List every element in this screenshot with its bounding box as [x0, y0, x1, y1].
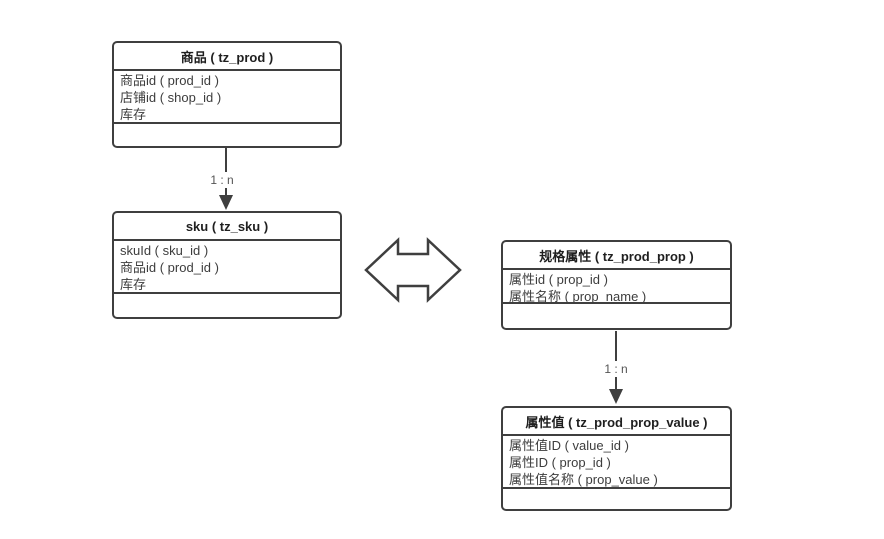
entity-title: sku ( tz_sku ) [114, 213, 340, 241]
field-row: 属性ID ( prop_id ) [509, 455, 611, 470]
entity-title: 规格属性 ( tz_prod_prop ) [503, 242, 730, 270]
entity-fields: 商品id ( prod_id ) 店铺id ( shop_id ) 库存 [114, 71, 340, 124]
entity-title: 商品 ( tz_prod ) [114, 43, 340, 71]
entity-footer [503, 489, 730, 509]
field-row: 库存 [120, 107, 147, 122]
field-row: 商品id ( prod_id ) [120, 260, 219, 275]
entity-footer [114, 294, 340, 317]
relation-cardinality-label: 1 : n [200, 172, 244, 188]
entity-table-prod-prop: 规格属性 ( tz_prod_prop ) 属性id ( prop_id ) 属… [501, 240, 732, 330]
entity-fields: 属性值ID ( value_id ) 属性ID ( prop_id ) 属性值名… [503, 436, 730, 489]
field-row: 属性值名称 ( prop_value ) [509, 472, 658, 487]
entity-footer [114, 124, 340, 146]
arrowhead-down-icon [609, 389, 623, 404]
field-row: 店铺id ( shop_id ) [120, 90, 222, 105]
entity-title: 属性值 ( tz_prod_prop_value ) [503, 408, 730, 436]
field-row: 属性值ID ( value_id ) [509, 438, 629, 453]
field-row: 属性名称 ( prop_name ) [509, 289, 647, 304]
field-row: 库存 [120, 277, 147, 292]
entity-fields: skuId ( sku_id ) 商品id ( prod_id ) 库存 [114, 241, 340, 294]
double-arrow-icon [364, 237, 462, 303]
field-row: 属性id ( prop_id ) [509, 272, 608, 287]
entity-fields: 属性id ( prop_id ) 属性名称 ( prop_name ) [503, 270, 730, 304]
relation-cardinality-label: 1 : n [594, 361, 638, 377]
entity-table-sku: sku ( tz_sku ) skuId ( sku_id ) 商品id ( p… [112, 211, 342, 319]
field-row: skuId ( sku_id ) [120, 243, 209, 258]
entity-table-prop-value: 属性值 ( tz_prod_prop_value ) 属性值ID ( value… [501, 406, 732, 511]
entity-footer [503, 304, 730, 328]
field-row: 商品id ( prod_id ) [120, 73, 219, 88]
arrowhead-down-icon [219, 195, 233, 210]
entity-table-prod: 商品 ( tz_prod ) 商品id ( prod_id ) 店铺id ( s… [112, 41, 342, 148]
